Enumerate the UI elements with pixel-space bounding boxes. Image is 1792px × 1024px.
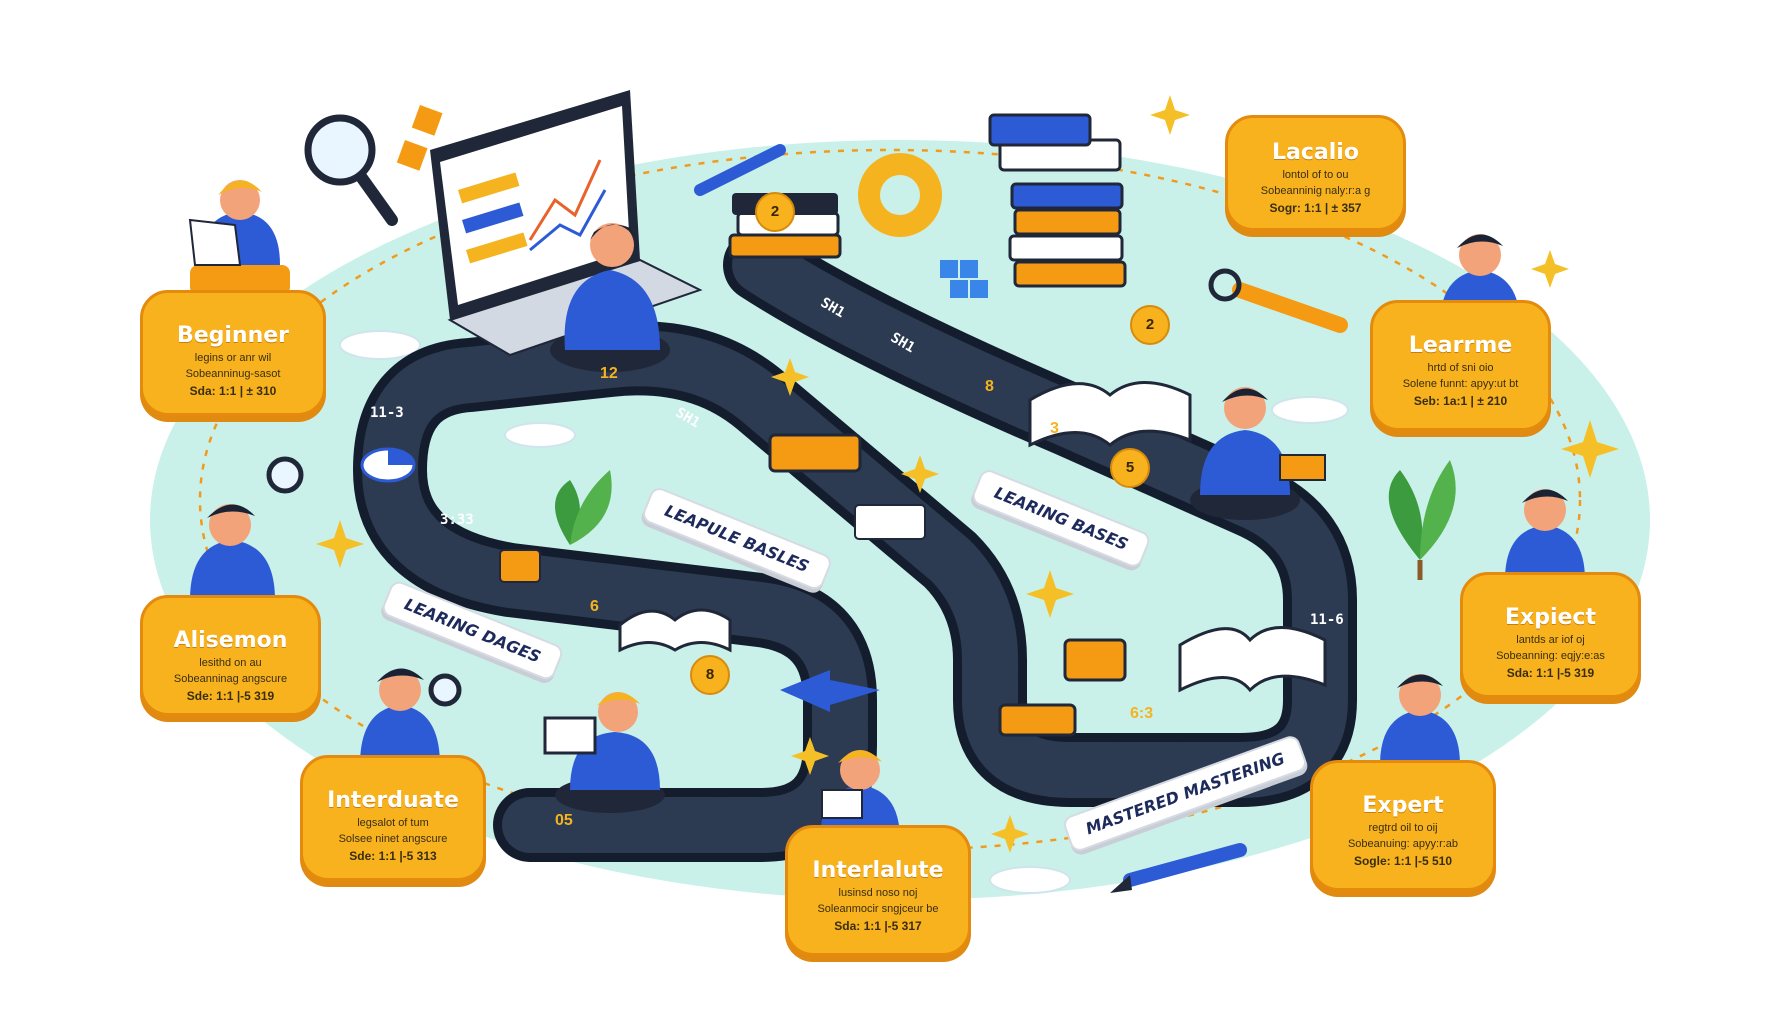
stage-card-expert: Expert regtrd oil to oij Sobeanuing: apy… bbox=[1310, 760, 1496, 891]
dashed-connector bbox=[198, 148, 1582, 852]
person-alisemon bbox=[190, 456, 304, 600]
stage-card-title: Alisemon bbox=[173, 628, 288, 653]
pencil-icon bbox=[694, 144, 1348, 893]
arrow-icon bbox=[780, 670, 880, 712]
person-expert bbox=[1380, 674, 1460, 765]
stage-card-text: Sobeanninag angscure bbox=[173, 673, 288, 685]
sparkle-icon bbox=[316, 95, 1619, 853]
path-number: 12 bbox=[600, 365, 618, 382]
stage-card-title: Beginner bbox=[176, 323, 290, 348]
stage-card-text: lantds ar iof oj bbox=[1516, 634, 1585, 646]
path-number: 6 bbox=[590, 598, 599, 615]
path-number: 3 bbox=[1050, 420, 1059, 437]
stage-card-text: Sda: 1:1 |-5 317 bbox=[834, 919, 922, 933]
stage-card-text: Solsee ninet angscure bbox=[338, 833, 448, 845]
stage-card-beginner: Beginner legins or anr wil Sobeanninug-s… bbox=[140, 290, 326, 416]
stage-card-text: Sogr: 1:1 | ± 357 bbox=[1269, 201, 1362, 215]
stage-card-learrme: Learrme hrtd of sni oio Solene funnt: ap… bbox=[1370, 300, 1551, 431]
gear-icon bbox=[858, 153, 942, 237]
stage-card-text: lontol of to ou bbox=[1282, 169, 1349, 181]
person-at-laptop bbox=[550, 223, 670, 372]
stage-card-title: Learrme bbox=[1408, 333, 1513, 358]
plant-icon bbox=[555, 460, 1456, 580]
stage-card-text: lesithd on au bbox=[199, 657, 262, 669]
person-laptop-path bbox=[543, 692, 665, 813]
stage-card-text: Sda: 1:1 | ± 310 bbox=[189, 384, 277, 398]
person-interduate bbox=[360, 668, 462, 765]
stage-card-text: regtrd oil to oij bbox=[1368, 822, 1438, 834]
stage-card-title: Lacalio bbox=[1272, 140, 1359, 165]
step-coin: 2 bbox=[755, 192, 795, 232]
stage-card-text: legins or anr wil bbox=[194, 352, 272, 364]
stage-card-text: Sogle: 1:1 |-5 510 bbox=[1353, 854, 1453, 868]
path-number: 6:3 bbox=[1130, 705, 1154, 722]
person-reader bbox=[1190, 387, 1326, 520]
stage-card-title: Expiect bbox=[1505, 605, 1596, 630]
book-icon bbox=[499, 433, 1127, 737]
stage-card-title: Interduate bbox=[327, 788, 459, 813]
cloud-icon bbox=[339, 330, 1349, 894]
stage-card-title: Interlalute bbox=[812, 858, 944, 883]
stage-card-text: Soleanmocir sngjceur be bbox=[817, 903, 939, 915]
step-coin: 2 bbox=[1130, 305, 1170, 345]
stage-card-lacalio: Lacalio lontol of to ou Sobeanninig naly… bbox=[1225, 115, 1406, 231]
stage-card-text: Sobeanninig naly:r:a g bbox=[1260, 185, 1371, 197]
flag-icon bbox=[411, 104, 443, 136]
stage-card-text: Sde: 1:1 |-5 319 bbox=[186, 689, 275, 703]
book-stack-icon bbox=[988, 113, 1127, 288]
stage-card-text: Seb: 1a:1 | ± 210 bbox=[1413, 394, 1508, 408]
open-book-icon bbox=[618, 381, 1327, 693]
step-coin: 5 bbox=[1110, 448, 1150, 488]
path-label: 11-6 bbox=[1310, 612, 1344, 628]
stage-card-text: Solene funnt: apyy:ut bt bbox=[1402, 378, 1519, 390]
stage-card-expiect: Expiect lantds ar iof oj Sobeanning: eqj… bbox=[1460, 572, 1641, 698]
stage-card-text: Sde: 1:1 |-5 313 bbox=[349, 849, 437, 863]
stage-card-text: Sobeanning: eqjy:e:as bbox=[1496, 650, 1605, 662]
person-beginner bbox=[188, 180, 290, 295]
stage-card-text: legsalot of tum bbox=[357, 817, 429, 829]
flag-icon bbox=[396, 140, 428, 171]
path-number: 8 bbox=[985, 378, 994, 395]
person-expiect bbox=[1505, 489, 1585, 580]
stage-card-title: Expert bbox=[1362, 793, 1444, 818]
path-label: 11-3 bbox=[370, 405, 404, 421]
step-coin: 8 bbox=[690, 655, 730, 695]
stage-card-alisemon: Alisemon lesithd on au Sobeanninag angsc… bbox=[140, 595, 321, 716]
stage-card-text: Sobeanninug-sasot bbox=[185, 368, 281, 380]
blocks-icon bbox=[940, 260, 988, 298]
pie-chart-icon bbox=[360, 447, 416, 483]
magnifier-icon bbox=[304, 114, 398, 226]
learning-path-road bbox=[353, 228, 1357, 862]
stage-card-interlalute: Interlalute lusinsd noso noj Soleanmocir… bbox=[785, 825, 971, 956]
stage-card-text: hrtd of sni oio bbox=[1427, 362, 1494, 374]
stage-card-text: Sobeanuing: apyy:r:ab bbox=[1347, 838, 1459, 850]
stage-card-text: lusinsd noso noj bbox=[838, 887, 918, 899]
path-label: 3:33 bbox=[440, 512, 474, 528]
stage-card-text: Sda: 1:1 |-5 319 bbox=[1506, 666, 1595, 680]
path-number: 05 bbox=[555, 812, 573, 829]
stage-card-interduate: Interduate legsalot of tum Solsee ninet … bbox=[300, 755, 486, 881]
